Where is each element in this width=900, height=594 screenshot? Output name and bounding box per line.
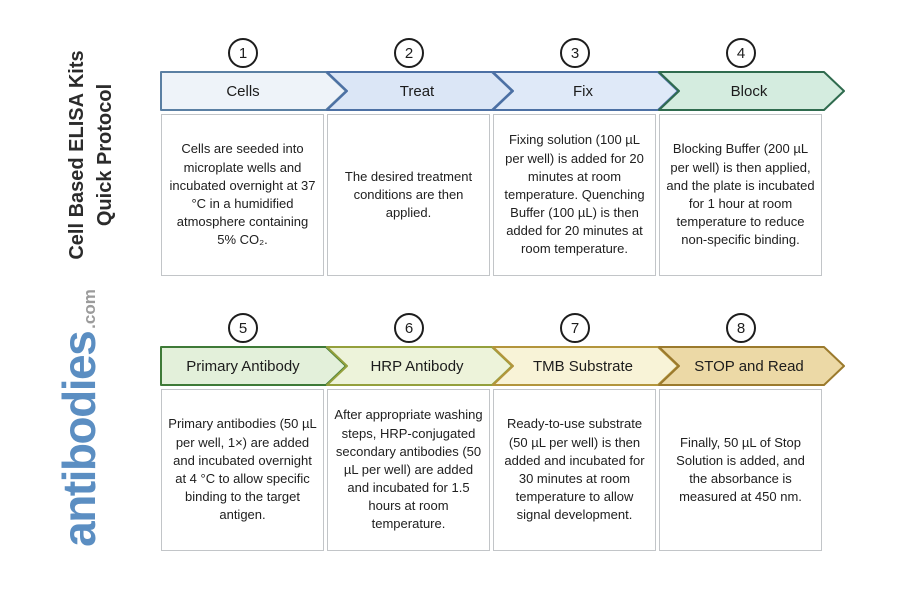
step-number-badge: 4 xyxy=(726,38,756,68)
arrow-banner-shape xyxy=(326,71,513,111)
step-column-7: 7 TMB Substrate Ready-to-use substrate (… xyxy=(492,313,679,555)
step-number-badge: 6 xyxy=(394,313,424,343)
step-description: Ready-to-use substrate (50 µL per well) … xyxy=(504,416,645,523)
step-number: 4 xyxy=(736,44,746,62)
arrow-banner-shape xyxy=(160,71,347,111)
step-description: Primary antibodies (50 µL per well, 1×) … xyxy=(168,416,317,523)
step-number: 1 xyxy=(238,44,248,62)
step-description: Cells are seeded into microplate wells a… xyxy=(169,141,316,248)
step-description-box: Finally, 50 µL of Stop Solution is added… xyxy=(659,389,822,551)
arrow-banner-shape xyxy=(326,346,513,386)
step-description-box: Fixing solution (100 µL per well) is add… xyxy=(493,114,656,276)
arrow-banner-shape xyxy=(492,346,679,386)
page-title-line1: Cell Based ELISA Kits xyxy=(66,50,88,260)
step-column-1: 1 Cells Cells are seeded into microplate… xyxy=(160,38,347,280)
step-description: The desired treatment conditions are the… xyxy=(344,168,473,221)
step-number-badge: 1 xyxy=(228,38,258,68)
step-description-box: The desired treatment conditions are the… xyxy=(327,114,490,276)
step-column-8: 8 STOP and Read Finally, 50 µL of Stop S… xyxy=(658,313,845,555)
step-arrow-banner xyxy=(326,346,513,386)
step-column-3: 3 Fix Fixing solution (100 µL per well) … xyxy=(492,38,679,280)
logo-domain-suffix: .com xyxy=(80,289,99,329)
step-column-2: 2 Treat The desired treatment conditions… xyxy=(326,38,513,280)
step-description: Finally, 50 µL of Stop Solution is added… xyxy=(676,434,805,505)
step-arrow-banner xyxy=(160,346,347,386)
step-description-box: Primary antibodies (50 µL per well, 1×) … xyxy=(161,389,324,551)
protocol-row-1: 1 Cells Cells are seeded into microplate… xyxy=(160,38,870,280)
step-number-badge: 7 xyxy=(560,313,590,343)
arrow-banner-shape xyxy=(658,346,845,386)
step-arrow-banner xyxy=(658,346,845,386)
step-number: 5 xyxy=(238,319,248,337)
step-description: After appropriate washing steps, HRP-con… xyxy=(334,407,483,532)
step-description-box: After appropriate washing steps, HRP-con… xyxy=(327,389,490,551)
step-column-6: 6 HRP Antibody After appropriate washing… xyxy=(326,313,513,555)
step-number: 2 xyxy=(404,44,414,62)
step-number: 7 xyxy=(570,319,580,337)
logo-wordmark: antibodies xyxy=(53,331,105,547)
step-arrow-banner xyxy=(160,71,347,111)
step-number-badge: 8 xyxy=(726,313,756,343)
step-description: Fixing solution (100 µL per well) is add… xyxy=(504,132,645,257)
step-description-box: Ready-to-use substrate (50 µL per well) … xyxy=(493,389,656,551)
step-arrow-banner xyxy=(492,71,679,111)
step-arrow-banner xyxy=(492,346,679,386)
step-column-4: 4 Block Blocking Buffer (200 µL per well… xyxy=(658,38,845,280)
step-column-5: 5 Primary Antibody Primary antibodies (5… xyxy=(160,313,347,555)
step-description-box: Blocking Buffer (200 µL per well) is the… xyxy=(659,114,822,276)
step-number: 6 xyxy=(404,319,414,337)
step-number: 8 xyxy=(736,319,746,337)
step-number: 3 xyxy=(570,44,580,62)
arrow-banner-shape xyxy=(160,346,347,386)
step-arrow-banner xyxy=(658,71,845,111)
step-number-badge: 3 xyxy=(560,38,590,68)
arrow-banner-shape xyxy=(658,71,845,111)
step-description-box: Cells are seeded into microplate wells a… xyxy=(161,114,324,276)
arrow-banner-shape xyxy=(492,71,679,111)
step-number-badge: 2 xyxy=(394,38,424,68)
antibodies-logo: antibodies .com xyxy=(52,273,112,563)
step-arrow-banner xyxy=(326,71,513,111)
protocol-row-2: 5 Primary Antibody Primary antibodies (5… xyxy=(160,313,870,555)
step-description: Blocking Buffer (200 µL per well) is the… xyxy=(666,141,815,248)
step-number-badge: 5 xyxy=(228,313,258,343)
page-title-line2: Quick Protocol xyxy=(94,83,116,227)
page-title: Cell Based ELISA Kits Quick Protocol xyxy=(63,40,121,270)
